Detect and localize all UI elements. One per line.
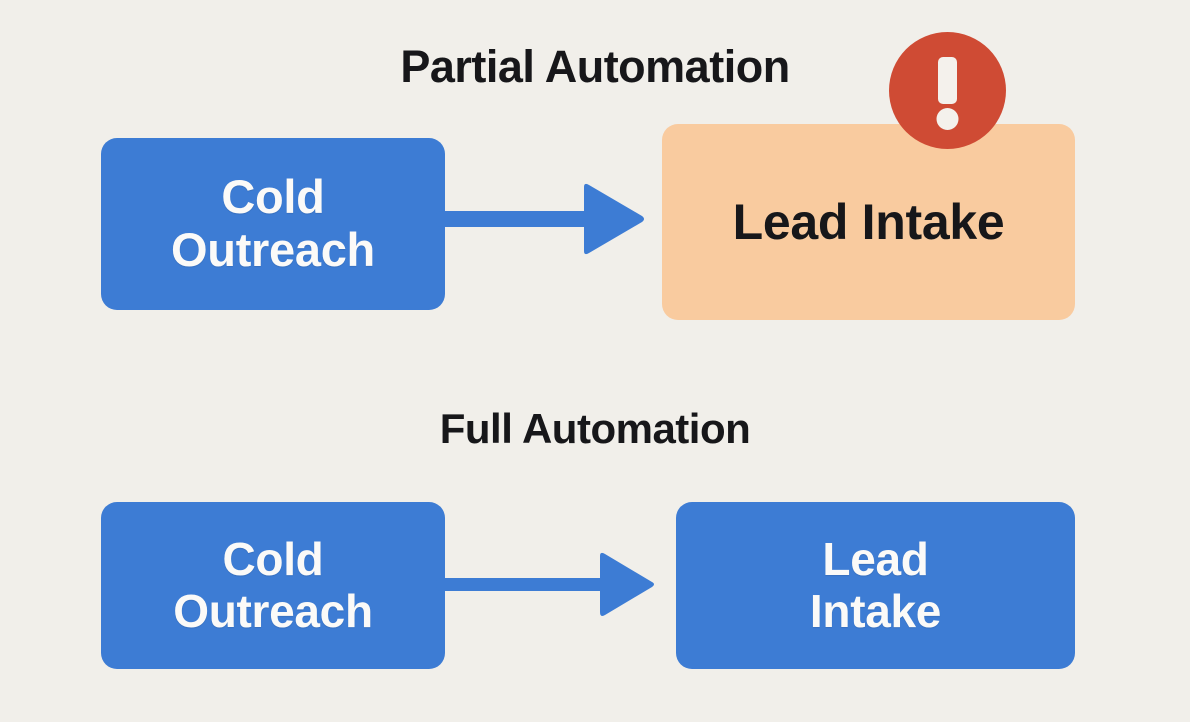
section-title-partial-automation: Partial Automation	[400, 41, 790, 92]
node-label: Lead Intake	[809, 532, 942, 637]
node-lead-intake-partial[interactable]: Lead Intake	[662, 124, 1075, 320]
node-label: Cold Outreach	[173, 532, 373, 637]
arrow-right-icon-partial	[436, 182, 646, 256]
warning-exclamation-icon	[889, 32, 1006, 149]
node-label: Lead Intake	[732, 194, 1005, 250]
node-label: Cold Outreach	[171, 170, 375, 276]
node-lead-intake-full[interactable]: Lead Intake	[676, 502, 1075, 669]
node-cold-outreach-partial[interactable]: Cold Outreach	[101, 138, 445, 310]
arrow-right-icon-full	[436, 548, 656, 620]
node-cold-outreach-full[interactable]: Cold Outreach	[101, 502, 445, 669]
section-title-full-automation: Full Automation	[439, 405, 751, 452]
